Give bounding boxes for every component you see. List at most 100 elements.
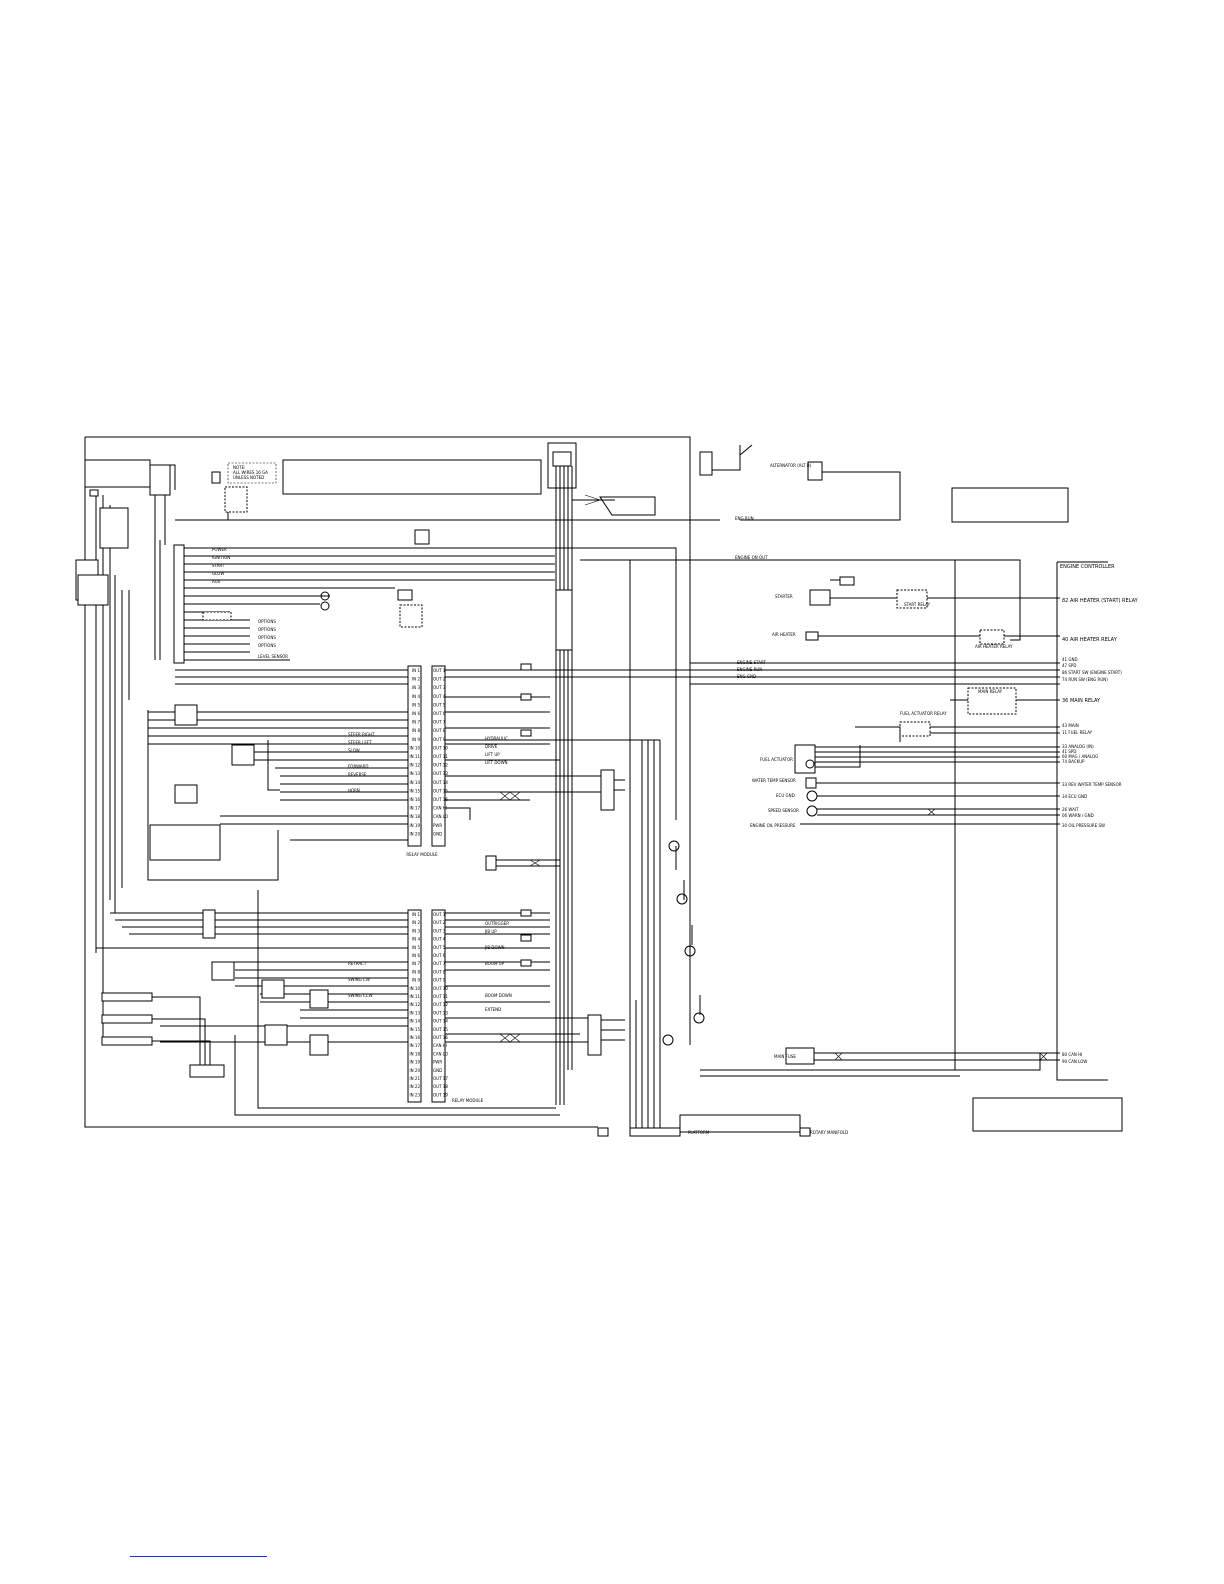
lower-module-input-9: IN 10 (409, 986, 420, 991)
lower-module-input-2: IN 3 (412, 928, 420, 933)
lower-module-output-12: OUT 13 (433, 1010, 448, 1015)
relay-module-upper: RELAY MODULE HYDRAULIC DRIVE LIFT UP LIF… (148, 663, 690, 871)
lower-module-output-10: OUT 11 (433, 994, 448, 999)
lower-module-output-20: OUT 17 (433, 1076, 448, 1081)
ecu-pin-3: 47 SPD (1062, 663, 1076, 668)
legend-note-3: UNLESS NOTED (233, 475, 264, 480)
engine-controller-title: ENGINE CONTROLLER (1060, 564, 1115, 570)
lower-module-output-15: OUT 16 (433, 1035, 448, 1040)
upper-input-label-5: REVERSE (348, 772, 367, 777)
lower-module-input-7: IN 8 (412, 969, 420, 974)
ecu-pin-7: 43 MAIN (1062, 723, 1079, 728)
legend-note-2: ALL WIRES 16 GA (233, 470, 268, 475)
bottom-connector-platform: PLATFORM (688, 1130, 710, 1135)
lower-module-input-11: IN 12 (409, 1002, 420, 1007)
upper-module-input-14: IN 15 (409, 788, 420, 793)
note-box-right (951, 487, 1069, 523)
lower-output-3: BOOM UP (485, 961, 505, 966)
relay-module-upper-title: RELAY MODULE (406, 852, 438, 857)
main-relay-label: MAIN RELAY (978, 689, 1003, 694)
upper-module-input-0: IN 1 (412, 668, 420, 673)
upper-module-input-13: IN 14 (409, 780, 420, 785)
starter-label: STARTER (775, 594, 793, 599)
upper-module-output-16: CAN HI (433, 806, 447, 811)
engine-oil-pressure-label: ENGINE OIL PRESSURE (750, 823, 796, 828)
upper-module-output-11: OUT 12 (433, 763, 448, 768)
harness-label-1: IGNITION (212, 555, 230, 560)
lower-input-label-2: SWING CW (348, 977, 370, 982)
alternator-label: ALTERNATOR (ALT B) (770, 463, 812, 468)
lower-module-output-19: GND (433, 1068, 442, 1073)
upper-module-output-19: GND (433, 831, 442, 836)
upper-harness: POWER IGNITION START GLOW AUX OPTIONS OP… (173, 486, 705, 664)
relay-module-lower: RELAY MODULE OUTRIGGER JIB UP JIB DOWN B… (96, 890, 625, 1116)
lower-module-input-12: IN 13 (409, 1010, 420, 1015)
footer-rule (130, 1556, 267, 1557)
harness-label-2: START (212, 563, 225, 568)
lower-input-label-1: RETRACT (348, 961, 367, 966)
upper-module-output-3: OUT 4 (433, 694, 446, 699)
lower-module-output-16: CAN HI (433, 1043, 447, 1048)
upper-module-input-12: IN 13 (409, 771, 420, 776)
legend-note-1: NOTE: (233, 465, 245, 470)
engine-section: ENGINE CONTROLLER ALTERNATOR (ALT B) ENG… (690, 444, 1139, 1081)
ecu-pin-0: 82 AIR HEATER (START) RELAY (1062, 598, 1139, 604)
upper-module-output-6: OUT 7 (433, 720, 446, 725)
ecu-pin-4: 86 START SW (ENGINE START) (1062, 670, 1122, 675)
ecu-pin-19: 90 CAN LOW (1062, 1059, 1087, 1064)
upper-module-input-10: IN 11 (409, 754, 420, 759)
lower-output-2: JIB DOWN (484, 945, 505, 950)
ecu-pin-17: 30 OIL PRESSURE SW (1062, 823, 1105, 828)
upper-module-output-14: OUT 15 (433, 788, 448, 793)
upper-module-output-8: OUT 9 (433, 737, 446, 742)
harness-label-12: OPTIONS (258, 643, 276, 648)
ecu-pin-16: 06 WARN / GND (1062, 813, 1094, 818)
ecu-pin-5: 74 RUN SW (ENG RUN) (1062, 677, 1108, 682)
upper-input-label-6: HORN (348, 788, 360, 793)
lower-module-input-20: IN 21 (409, 1076, 420, 1081)
upper-module-input-17: IN 18 (409, 814, 420, 819)
upper-module-input-3: IN 4 (412, 694, 420, 699)
air-heater-relay-label: AIR HEATER RELAY (975, 644, 1013, 649)
ecu-pin-9: 33 ANALOG (IN) (1062, 744, 1094, 749)
harness-label-13: LEVEL SENSOR (258, 654, 288, 659)
note-box-top (282, 459, 542, 495)
upper-module-input-1: IN 2 (412, 677, 420, 682)
ecu-pin-15: 26 WAIT (1062, 807, 1079, 812)
lower-module-output-8: OUT 9 (433, 978, 446, 983)
upper-output-1: DRIVE (485, 744, 498, 749)
lower-module-input-8: IN 9 (412, 978, 420, 983)
upper-module-input-7: IN 8 (412, 728, 420, 733)
lower-module-input-15: IN 16 (409, 1035, 420, 1040)
lower-module-input-18: IN 19 (409, 1060, 420, 1065)
lower-module-output-5: OUT 6 (433, 953, 446, 958)
lower-module-output-9: OUT 10 (433, 986, 448, 991)
lower-module-input-5: IN 6 (412, 953, 420, 958)
upper-module-input-9: IN 10 (409, 745, 420, 750)
upper-module-output-7: OUT 8 (433, 728, 446, 733)
lower-module-input-14: IN 15 (409, 1027, 420, 1032)
lower-module-input-1: IN 2 (412, 920, 420, 925)
upper-module-input-8: IN 9 (412, 737, 420, 742)
wire-eng-run: ENG RUN (735, 516, 754, 521)
main-frame (84, 436, 691, 1128)
upper-module-output-18: PWR (433, 823, 442, 828)
lower-module-output-11: OUT 12 (433, 1002, 448, 1007)
ecu-pin-11: 60 MAG / ANALOG (1062, 754, 1098, 759)
lower-output-5: EXTEND (485, 1007, 501, 1012)
air-heater-label: AIR HEATER (772, 632, 796, 637)
upper-input-label-3: SLOW (348, 748, 360, 753)
upper-module-output-17: CAN LO (433, 814, 448, 819)
lower-module-output-21: OUT 18 (433, 1084, 448, 1089)
lower-module-output-0: OUT 1 (433, 912, 446, 917)
lower-module-output-18: PWR (433, 1060, 442, 1065)
harness-label-11: OPTIONS (258, 635, 276, 640)
top-connector (547, 442, 656, 1105)
speed-sensor-label: SPEED SENSOR (768, 808, 799, 813)
water-temp-sensor-label: WATER TEMP SENSOR (752, 778, 796, 783)
upper-module-input-4: IN 5 (412, 702, 420, 707)
lower-module-input-17: IN 18 (409, 1051, 420, 1056)
upper-module-output-2: OUT 3 (433, 685, 446, 690)
wire-engine-on-out: ENGINE ON OUT (735, 555, 768, 560)
